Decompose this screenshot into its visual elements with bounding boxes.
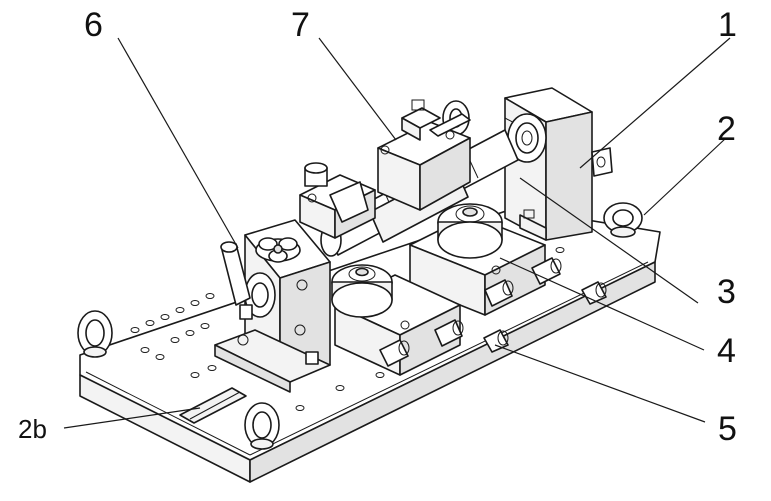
eye-bolt-left — [77, 310, 113, 358]
leader-lines — [63, 37, 731, 429]
middle-clamp-unit — [299, 162, 376, 239]
leader-2b — [63, 407, 201, 429]
v-block-unit-left — [331, 264, 464, 376]
label-2b: 2b — [18, 414, 47, 444]
eye-bolt-front — [244, 402, 280, 450]
label-3: 3 — [717, 273, 736, 311]
rear-clamp-unit — [377, 99, 471, 211]
label-4: 4 — [717, 332, 736, 370]
left-clamp-block — [214, 219, 331, 393]
eye-bolt-right — [603, 202, 643, 238]
leader-1 — [579, 37, 731, 169]
label-7: 7 — [291, 6, 310, 44]
leader-4 — [499, 257, 705, 351]
leader-2 — [643, 137, 727, 216]
leader-7 — [318, 37, 397, 141]
right-support-block — [504, 87, 613, 241]
leader-5 — [494, 344, 706, 423]
leader-3 — [519, 177, 699, 304]
air-fitting — [483, 329, 509, 353]
label-5: 5 — [718, 410, 737, 448]
v-block-unit-right — [409, 203, 562, 316]
plate-holes — [130, 247, 565, 411]
label-2: 2 — [717, 110, 736, 148]
label-1: 1 — [718, 6, 737, 44]
callout-labels: 6 7 1 2 3 4 5 2b — [18, 6, 737, 448]
right-fitting — [581, 281, 607, 305]
label-6: 6 — [84, 6, 103, 44]
leader-6 — [117, 37, 239, 249]
